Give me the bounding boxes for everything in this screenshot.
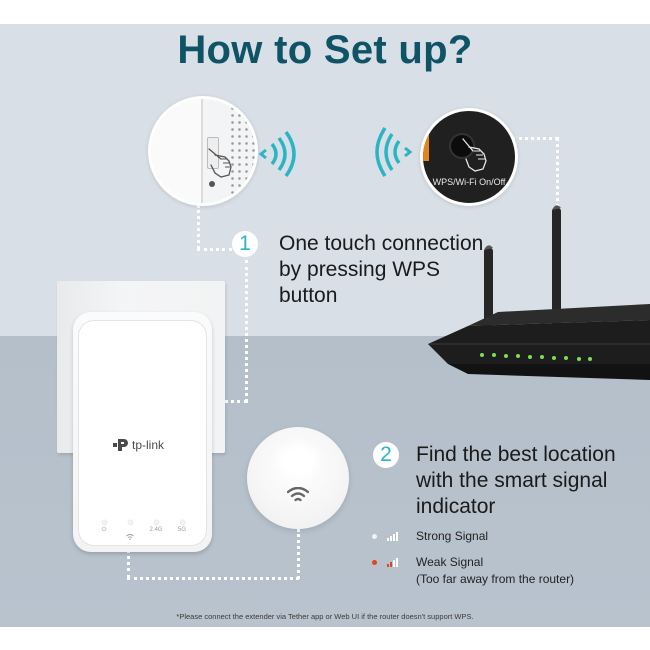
connector-line xyxy=(212,400,248,403)
status-dot xyxy=(372,559,377,565)
range-extender: tp-link ⏻ wifi 2.4G 5G xyxy=(73,312,212,552)
connector-line xyxy=(127,577,299,580)
power-led: ⏻ xyxy=(95,520,113,540)
page-title: How to Set up? xyxy=(177,28,473,72)
weak-signal-note: (Too far away from the router) xyxy=(416,572,575,586)
connector-line xyxy=(512,137,558,140)
wifi-icon xyxy=(126,534,134,540)
wifi-led: wifi xyxy=(121,520,139,540)
connector-line xyxy=(127,537,130,579)
wifi-icon xyxy=(287,487,309,502)
wifi-waves-icon xyxy=(258,130,296,178)
router-status-leds xyxy=(480,353,592,361)
wps-button-label: WPS/Wi-Fi On/Off xyxy=(432,177,506,187)
footnote: *Please connect the extender via Tether … xyxy=(176,612,474,621)
router-image xyxy=(428,205,650,380)
led-indicators: ⏻ wifi 2.4G 5G xyxy=(95,520,191,540)
connector-line xyxy=(197,205,200,249)
router-wps-closeup: WPS/Wi-Fi On/Off xyxy=(420,108,518,206)
setup-illustration: How to Set up? xyxy=(0,24,650,627)
signal-bars-icon xyxy=(387,557,398,567)
5g-led: 5G xyxy=(173,520,191,540)
pointing-hand-icon xyxy=(462,138,487,172)
legend-strong-signal: Strong Signal xyxy=(372,529,488,543)
tp-link-logo-icon xyxy=(113,439,128,451)
step-1-text: One touch connection by pressing WPS but… xyxy=(279,232,484,307)
tp-link-logo: tp-link xyxy=(113,438,164,452)
legend-weak-signal: Weak Signal xyxy=(372,555,483,569)
2g-led: 2.4G xyxy=(147,520,165,540)
status-dot xyxy=(372,533,377,539)
step-2-text: Find the best location with the smart si… xyxy=(416,443,616,518)
reset-hole xyxy=(209,181,215,187)
signal-indicator-closeup xyxy=(247,427,349,529)
step-number-badge: 1 xyxy=(232,231,258,257)
connector-line xyxy=(245,260,248,402)
step-number-badge: 2 xyxy=(373,442,399,468)
wifi-waves-icon xyxy=(375,127,413,177)
wps-button xyxy=(451,135,473,157)
signal-bars-icon xyxy=(387,531,398,541)
connector-line xyxy=(197,248,232,251)
connector-line xyxy=(297,529,300,579)
pointing-hand-icon xyxy=(208,148,232,178)
extender-wps-closeup xyxy=(148,96,258,206)
